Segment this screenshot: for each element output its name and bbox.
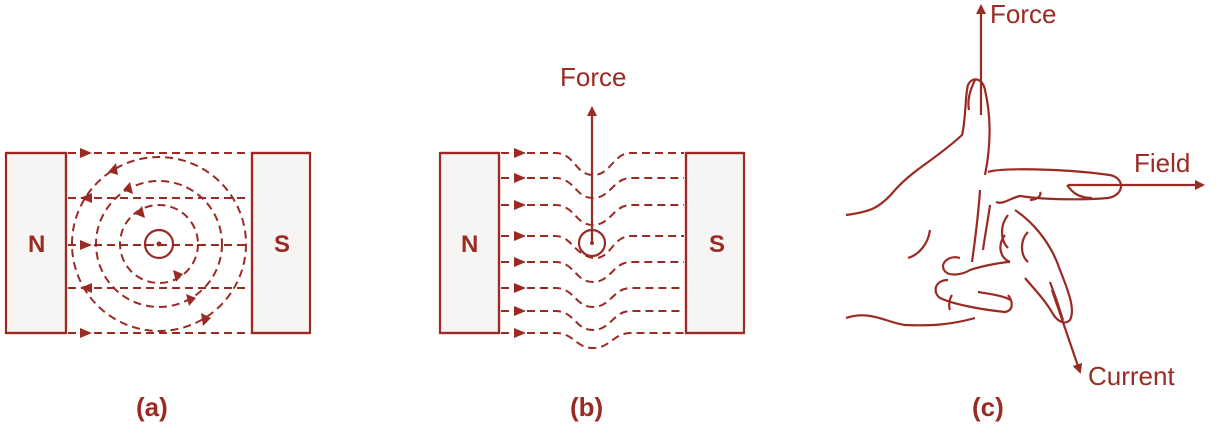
panel-a: N S (a) [4,148,312,422]
force-label-c: Force [990,0,1056,29]
north-pole-a [4,151,68,335]
conductor-field-circles-a [71,156,247,332]
current-label-c: Current [1088,361,1175,391]
conductor-a [143,228,175,260]
caption-a: (a) [136,392,168,422]
current-out-dot-a [156,241,162,247]
south-pole-a [250,151,312,335]
north-pole-outline-b [440,151,501,335]
south-pole-outline-a [250,151,310,335]
panel-b: N S Force (b) [438,62,746,422]
south-label-b: S [709,231,725,258]
left-hand-drawing [845,78,1123,327]
force-label-b: Force [560,62,626,92]
field-label-c: Field [1134,148,1190,178]
north-pole-outline-a [6,151,68,335]
caption-c: (c) [972,392,1004,422]
south-pole-b [684,151,746,335]
north-label-b: N [461,231,478,258]
caption-b: (b) [570,392,603,422]
south-label-a: S [274,231,290,258]
current-arrow-c [1050,289,1083,374]
panel-c: Force Field Current (c) [845,0,1205,422]
south-pole-outline-b [684,151,744,335]
north-label-a: N [28,231,45,258]
